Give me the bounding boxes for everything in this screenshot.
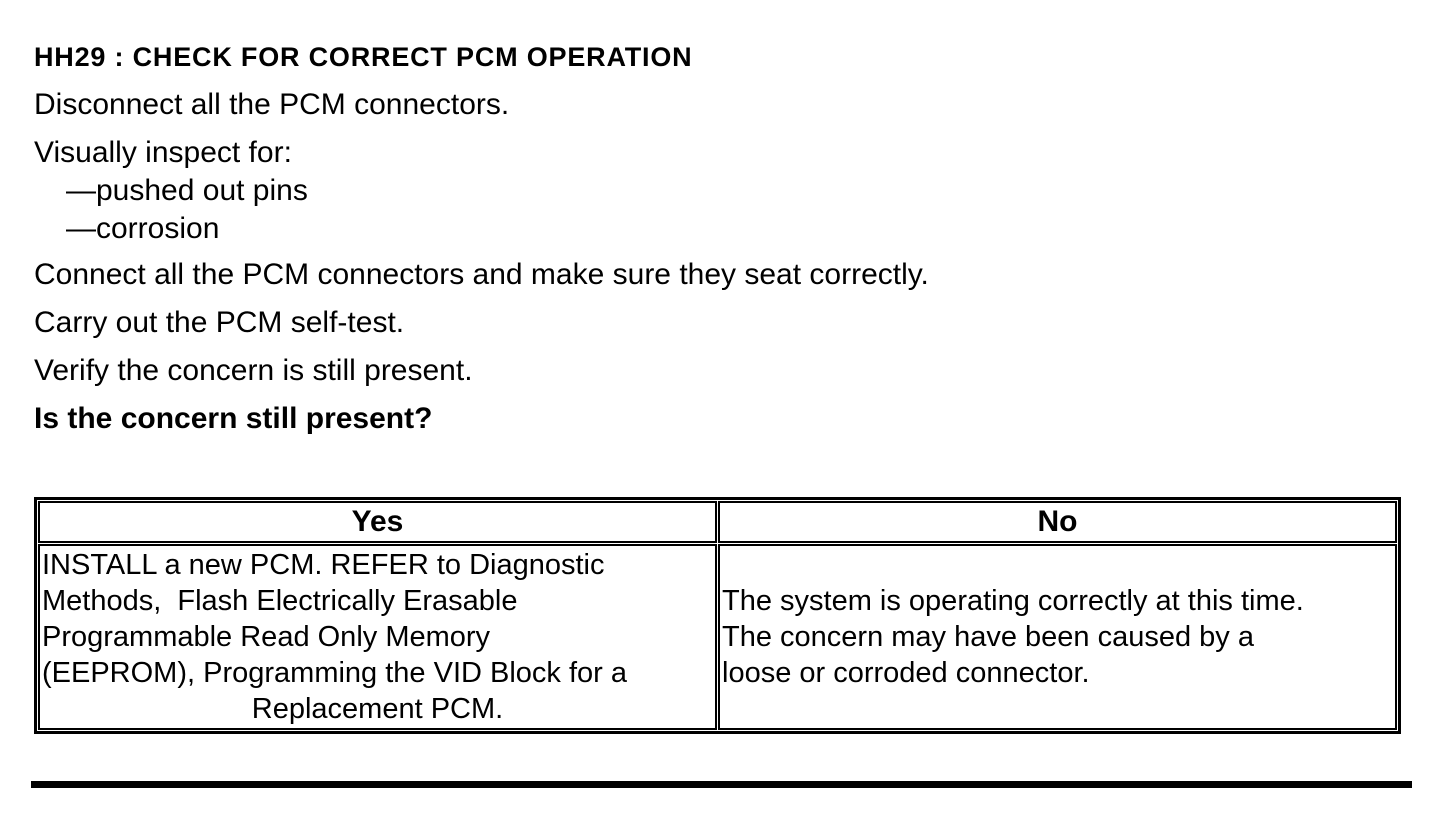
document-page: HH29 : CHECK FOR CORRECT PCM OPERATION D…: [34, 44, 1404, 734]
inspection-item-corrosion: —corrosion: [66, 212, 220, 245]
inspection-item-pushed-pins: —pushed out pins: [66, 174, 308, 207]
step-visually-inspect: Visually inspect for:: [34, 136, 292, 169]
yes-action-cell: INSTALL a new PCM. REFER to Diagnostic M…: [38, 544, 717, 730]
no-action-cell: The system is operating correctly at thi…: [718, 544, 1397, 730]
step-verify: Verify the concern is still present.: [34, 354, 473, 387]
no-column-header: No: [718, 501, 1397, 543]
table-body-row: INSTALL a new PCM. REFER to Diagnostic M…: [38, 544, 1397, 730]
step-connect: Connect all the PCM connectors and make …: [34, 258, 929, 291]
no-action-line: loose or corroded connector.: [722, 657, 1090, 689]
step-self-test: Carry out the PCM self-test.: [34, 306, 405, 339]
no-action-line: The concern may have been caused by a: [722, 621, 1254, 653]
yes-action-last-line: Replacement PCM.: [251, 693, 504, 725]
yes-action-line: INSTALL a new PCM. REFER to Diagnostic: [42, 549, 605, 581]
yes-action-line: Programmable Read Only Memory: [42, 621, 491, 653]
yes-no-result-table: Yes No INSTALL a new PCM. REFER to Diagn…: [34, 497, 1401, 734]
table-header-row: Yes No: [38, 501, 1397, 543]
step-disconnect: Disconnect all the PCM connectors.: [34, 88, 510, 121]
page-title: HH29 : CHECK FOR CORRECT PCM OPERATION: [34, 42, 693, 72]
no-action-line: The system is operating correctly at thi…: [722, 585, 1304, 617]
page-divider-rule: [31, 781, 1412, 788]
yes-action-line: Methods, Flash Electrically Erasable: [42, 585, 518, 617]
question-text: Is the concern still present?: [34, 402, 433, 435]
yes-column-header: Yes: [38, 501, 717, 543]
yes-action-line: (EEPROM), Programming the VID Block for …: [42, 657, 627, 689]
